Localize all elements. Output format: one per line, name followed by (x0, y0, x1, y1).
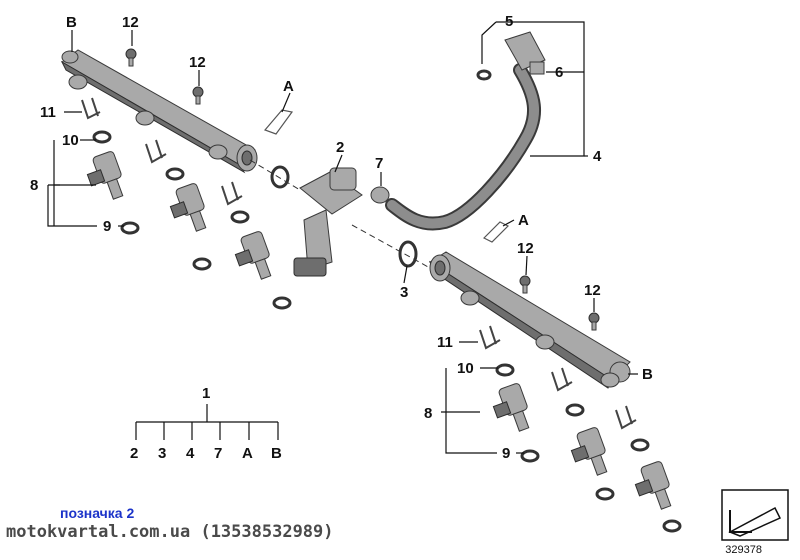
callout-leaders (47, 21, 638, 454)
callout-7: 7 (375, 155, 383, 172)
central-connector (270, 165, 418, 277)
callout-12-c: 12 (517, 240, 534, 257)
callout-10-left: 10 (62, 132, 79, 149)
callout-9-right: 9 (502, 445, 510, 462)
injectors-right (492, 363, 682, 533)
callout-4: 4 (593, 148, 602, 165)
callout-b-right: B (642, 366, 653, 383)
injectors-left (86, 130, 292, 310)
callout-11-left: 11 (40, 104, 56, 121)
callout-5: 5 (505, 13, 513, 30)
legend-item-4: 4 (186, 445, 195, 462)
legend-item-b: B (271, 445, 282, 462)
callout-12-d: 12 (584, 282, 601, 299)
fuel-rail-left (60, 49, 258, 174)
callout-a-top: A (283, 78, 294, 95)
legend-item-2: 2 (130, 445, 138, 462)
callout-11-right: 11 (437, 334, 453, 351)
callout-6: 6 (555, 64, 563, 81)
screws (125, 48, 600, 331)
callout-12-b: 12 (189, 54, 206, 71)
callout-3: 3 (400, 284, 408, 301)
callout-10-right: 10 (457, 360, 474, 377)
legend-item-a: A (242, 445, 253, 462)
assembly-guide-lines (249, 159, 431, 269)
catalog-number: 329378 (725, 544, 762, 556)
watermark-site: motokvartal.com.ua (13538532989) (6, 522, 334, 542)
callout-b-left: B (66, 14, 77, 31)
callout-12-a: 12 (122, 14, 139, 31)
legend-item-3: 3 (158, 445, 166, 462)
callout-2: 2 (336, 139, 344, 156)
detail-a-parts (263, 109, 510, 243)
callout-a-right: A (518, 212, 529, 229)
fuel-rail-right (428, 251, 631, 389)
legend-1: 1 (202, 385, 210, 402)
callout-8-right: 8 (424, 405, 432, 422)
kit-legend: 1 2 3 4 7 A B (130, 385, 282, 462)
legend-item-7: 7 (214, 445, 222, 462)
catalog-icon (721, 489, 789, 541)
clips-right (479, 325, 637, 430)
fuel-line (385, 31, 546, 231)
clips-left (81, 97, 243, 206)
watermark-label: позначка 2 (60, 505, 135, 521)
callout-8-left: 8 (30, 177, 38, 194)
callout-9-left: 9 (103, 218, 111, 235)
callout-labels: B 12 12 A 11 10 8 9 2 7 3 5 6 4 A 12 12 … (30, 13, 653, 462)
